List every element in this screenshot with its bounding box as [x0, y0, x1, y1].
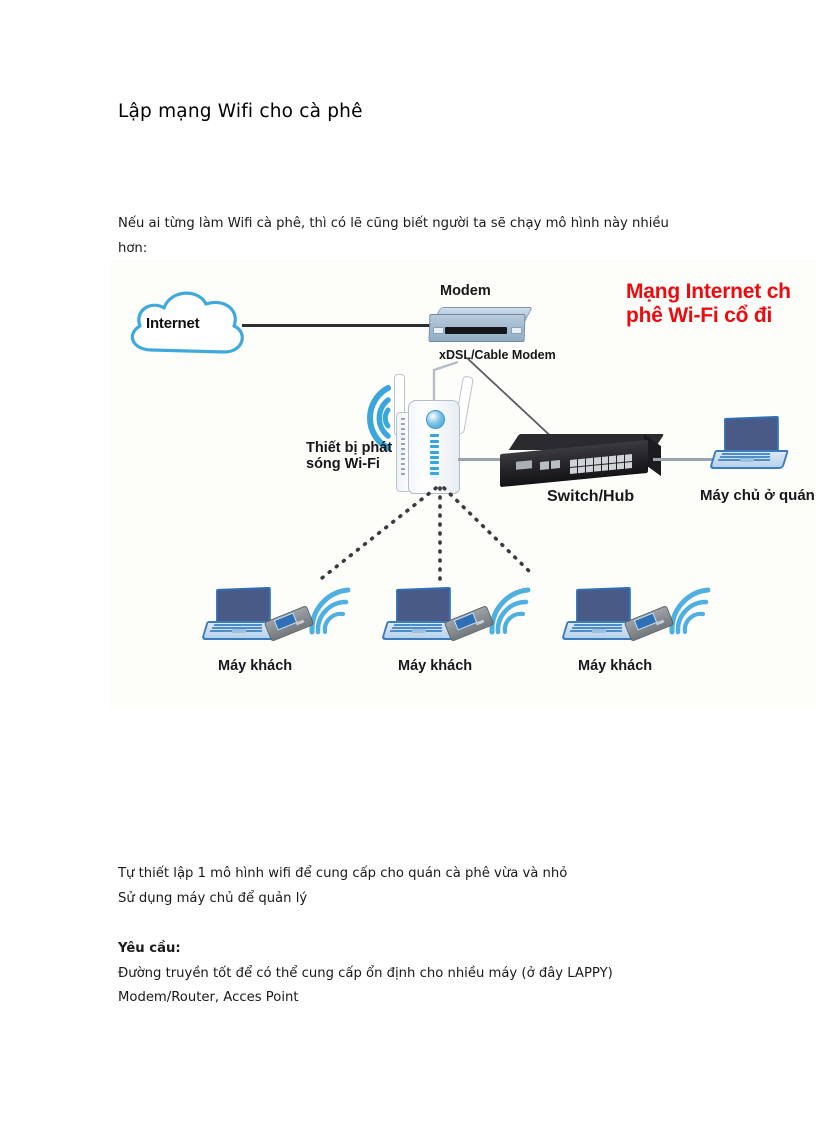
client-label: Máy khách	[218, 658, 293, 674]
link-switch-to-server	[653, 458, 719, 461]
server-label: Máy chủ ở quán	[700, 487, 815, 504]
footer-line-3: Đường truyền tốt để có thể cung cấp ổn đ…	[118, 965, 613, 981]
wifi-access-point-icon	[390, 374, 486, 494]
ap-wifi-waves-icon	[332, 380, 396, 456]
page-title: Lập mạng Wifi cho cà phê	[118, 101, 363, 122]
intro-paragraph: Nếu ai từng làm Wifi cà phê, thì có lẽ c…	[118, 216, 669, 256]
client-laptop-icon	[561, 586, 641, 640]
client-laptop-icon	[201, 586, 281, 640]
client-3-wifi-waves-icon	[666, 586, 714, 638]
switch-hub-label: Switch/Hub	[547, 488, 635, 505]
red-title-line-1: Mạng Internet ch	[626, 280, 791, 303]
requirements-heading: Yêu cầu:	[118, 941, 181, 956]
link-internet-to-modem	[242, 324, 434, 327]
footer-spacer	[118, 911, 718, 937]
footer-text-block: Tự thiết lập 1 mô hình wifi để cung cấp …	[118, 862, 718, 1011]
client-1-wifi-waves-icon	[306, 586, 354, 638]
network-diagram: Mạng Internet ch phê Wi-Fi cổ đi Interne…	[110, 262, 816, 710]
ap-label: Thiết bị phát sóng Wi-Fi	[306, 440, 392, 472]
wireless-links	[214, 486, 544, 586]
client-pda-icon	[443, 605, 495, 642]
red-title-line-2: phê Wi-Fi cổ đi	[626, 303, 773, 327]
footer-line-4: Modem/Router, Acces Point	[118, 990, 299, 1005]
internet-cloud-icon: Internet	[120, 282, 252, 368]
client-label: Máy khách	[578, 658, 653, 674]
footer-line-1: Tự thiết lập 1 mô hình wifi để cung cấp …	[118, 866, 568, 881]
internet-cloud-label: Internet	[146, 315, 200, 332]
footer-line-2: Sử dụng máy chủ để quản lý	[118, 890, 308, 906]
modem-icon	[423, 302, 533, 356]
ap-label-line-2: sóng Wi-Fi	[306, 456, 380, 473]
link-modem-to-switch	[465, 357, 575, 444]
server-laptop-icon	[709, 415, 789, 469]
diagram-red-title: Mạng Internet ch phê Wi-Fi cổ đi	[626, 280, 791, 327]
ap-label-line-1: Thiết bị phát	[306, 440, 393, 456]
client-2-wifi-waves-icon	[486, 586, 534, 638]
client-laptop-icon	[381, 586, 461, 640]
client-label: Máy khách	[398, 658, 473, 674]
client-pda-icon	[263, 605, 315, 642]
modem-label: Modem	[440, 283, 491, 299]
client-pda-icon	[623, 605, 675, 642]
link-ap-to-switch	[458, 458, 506, 461]
